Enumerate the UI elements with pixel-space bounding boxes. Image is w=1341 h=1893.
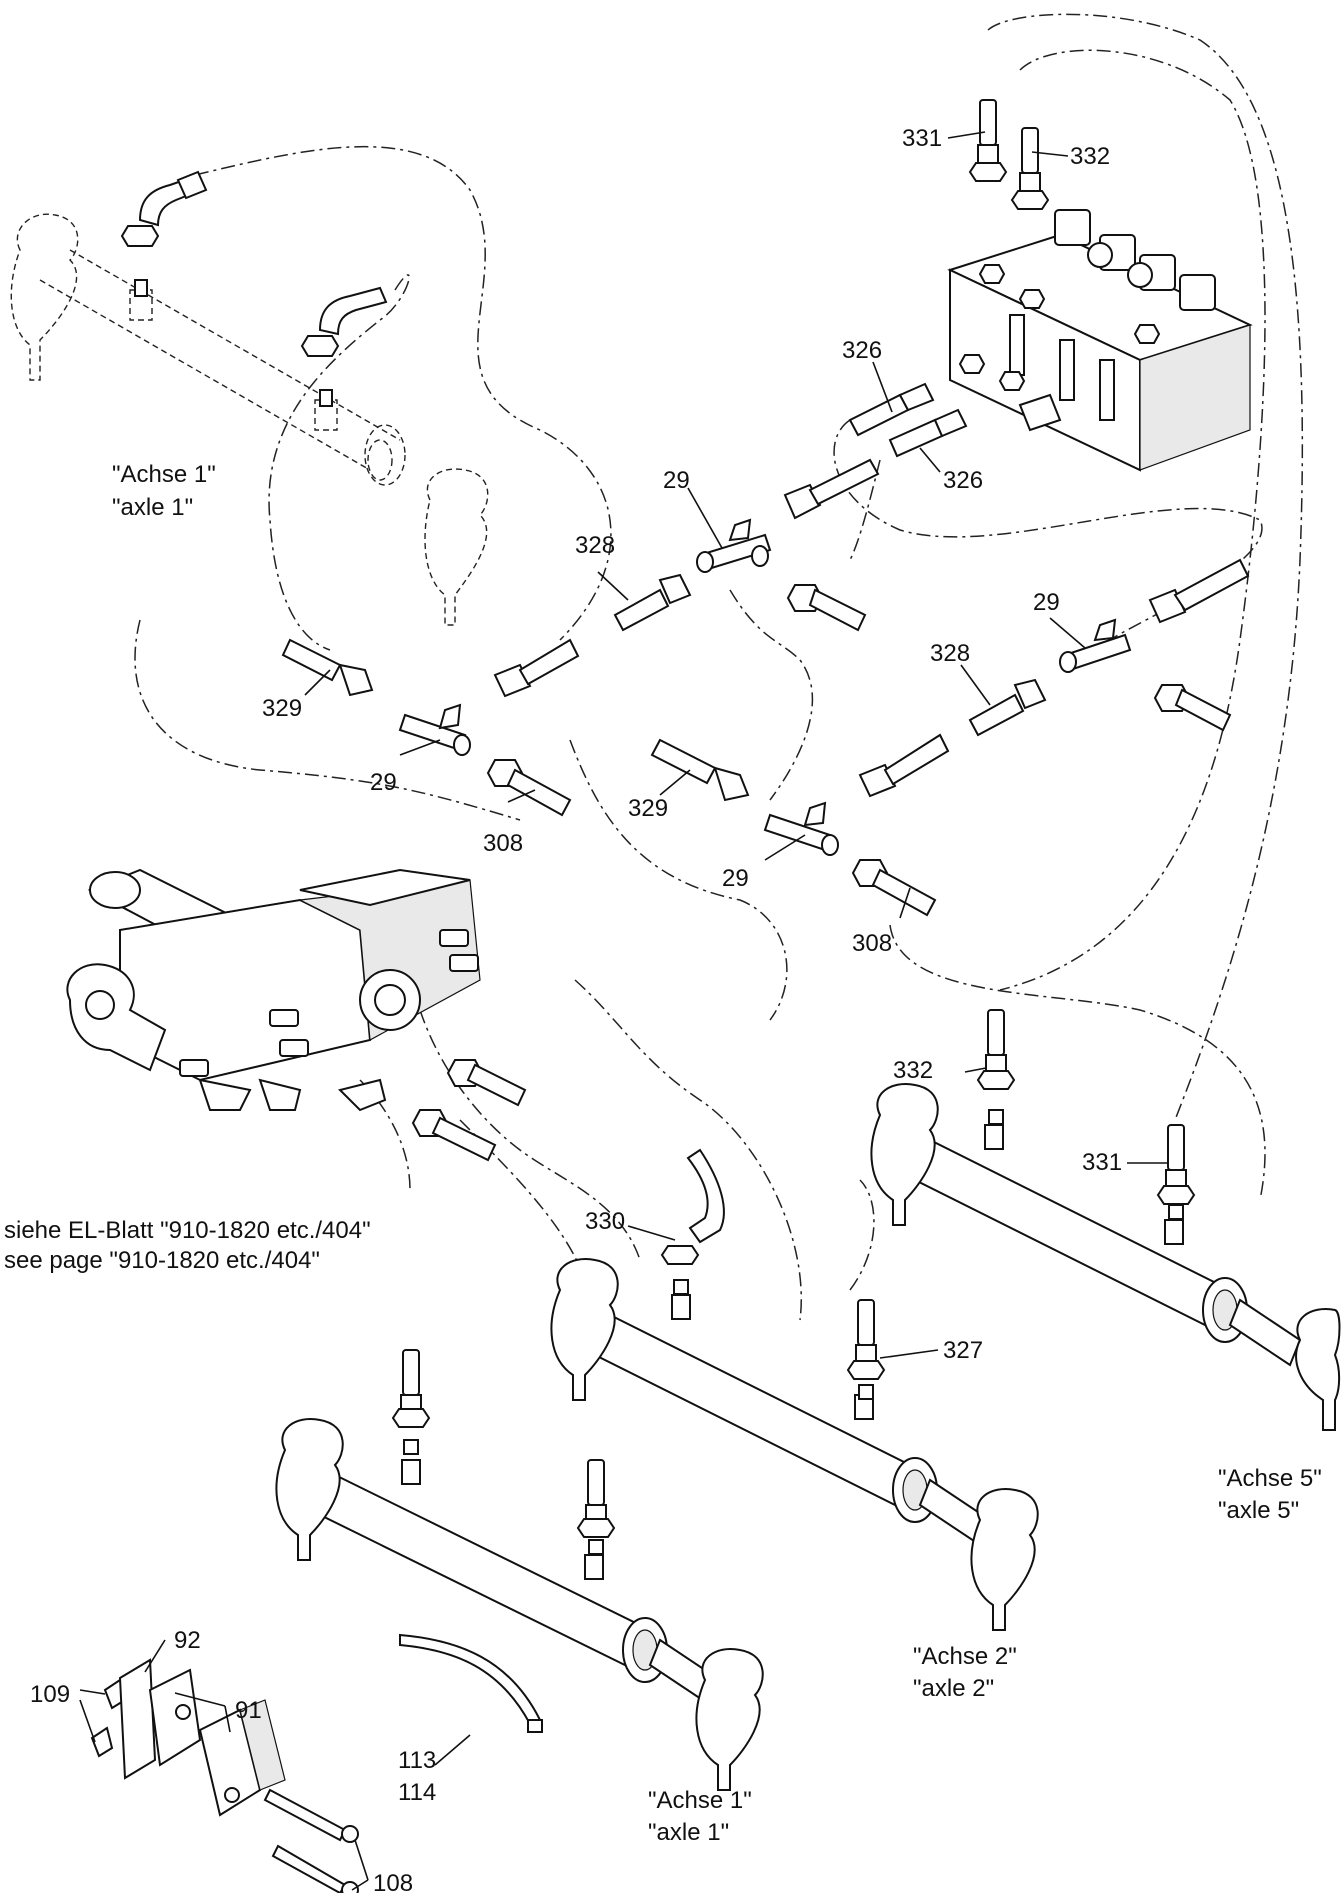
hose-right-axle-1 bbox=[576, 1459, 616, 1555]
callout-numbers: 331 332 326 326 29 29 328 328 329 29 308… bbox=[30, 125, 1122, 1893]
hose-326-pair bbox=[848, 382, 968, 458]
hose-332-upper bbox=[1010, 127, 1050, 210]
hose-308-center bbox=[851, 859, 937, 917]
callout-308-left: 308 bbox=[483, 830, 523, 857]
callout-29-lower: 29 bbox=[722, 865, 749, 892]
valve-output-fittings bbox=[411, 1059, 527, 1162]
callout-328-right: 328 bbox=[930, 640, 970, 667]
axle-2-steering-cylinder bbox=[550, 1258, 1039, 1631]
fitting-right-of-center-tee bbox=[786, 584, 867, 632]
callout-330: 330 bbox=[585, 1208, 625, 1235]
hose-upper-center bbox=[783, 458, 880, 520]
tee-fitting-29-left bbox=[398, 703, 471, 756]
axle-label-top-en: "axle 1" bbox=[112, 494, 193, 521]
hose-331-lower bbox=[1156, 1124, 1196, 1220]
axle-label-5-de: "Achse 5" bbox=[1218, 1465, 1322, 1492]
hose-328-right bbox=[968, 678, 1047, 737]
axle-1-phantom-cylinder bbox=[10, 213, 489, 626]
hose-left-axle-1 bbox=[391, 1349, 431, 1455]
axle-label-1-de: "Achse 1" bbox=[648, 1787, 752, 1814]
hose-upper-right bbox=[1148, 558, 1250, 624]
callout-108: 108 bbox=[373, 1870, 413, 1893]
hose-328-center bbox=[613, 573, 692, 632]
hose-329-center bbox=[650, 738, 750, 802]
solenoid-valve-block bbox=[947, 209, 1253, 472]
solenoid-connectors bbox=[1054, 209, 1216, 311]
cable-tie-113-114 bbox=[399, 1633, 543, 1733]
hydraulic-line-routes bbox=[134, 13, 1304, 1321]
axle-label-2-en: "axle 2" bbox=[913, 1675, 994, 1702]
callout-91: 91 bbox=[235, 1697, 262, 1724]
callout-331-lower: 331 bbox=[1082, 1149, 1122, 1176]
tee-fitting-29-right bbox=[1059, 618, 1132, 673]
hose-332-lower bbox=[976, 1009, 1016, 1125]
axle-5-steering-cylinder bbox=[870, 1083, 1341, 1431]
callout-29-right: 29 bbox=[1033, 589, 1060, 616]
callout-326-lower: 326 bbox=[943, 467, 983, 494]
callout-92: 92 bbox=[174, 1627, 201, 1654]
tee-fitting-29-center bbox=[696, 518, 772, 573]
callout-332-upper: 332 bbox=[1070, 143, 1110, 170]
callout-327: 327 bbox=[943, 1337, 983, 1364]
hose-331-upper bbox=[968, 99, 1008, 182]
callout-308-center: 308 bbox=[852, 930, 892, 957]
axle-1-steering-cylinder bbox=[275, 1418, 764, 1791]
callout-leader-lines bbox=[79, 131, 1168, 1891]
callout-328-center: 328 bbox=[575, 532, 615, 559]
tee-fitting-29-lower bbox=[763, 801, 839, 856]
callout-113: 113 bbox=[398, 1747, 436, 1774]
steering-valve-assembly bbox=[66, 868, 481, 1112]
hose-327 bbox=[846, 1299, 886, 1400]
callout-332-lower: 332 bbox=[893, 1057, 933, 1084]
hose-330-elbow bbox=[660, 1148, 725, 1295]
callout-329-center: 329 bbox=[628, 795, 668, 822]
callout-114: 114 bbox=[398, 1779, 436, 1806]
axle-label-1-en: "axle 1" bbox=[648, 1819, 729, 1846]
reference-note-de: siehe EL-Blatt "910-1820 etc./404" bbox=[4, 1217, 371, 1244]
axle-label-top-de: "Achse 1" bbox=[112, 461, 216, 488]
callout-109: 109 bbox=[30, 1681, 70, 1708]
axle-labels: "Achse 1" "axle 1" "Achse 1" "axle 1" "A… bbox=[112, 461, 1322, 1846]
bolt-108-pair bbox=[263, 1788, 359, 1893]
hose-lower-upper bbox=[858, 733, 950, 798]
hose-left-upper bbox=[493, 638, 580, 698]
axle-label-2-de: "Achse 2" bbox=[913, 1643, 1017, 1670]
callout-329-left: 329 bbox=[262, 695, 302, 722]
reference-note-en: see page "910-1820 etc./404" bbox=[4, 1247, 320, 1274]
hose-308-left bbox=[486, 759, 572, 817]
hose-329-left bbox=[281, 638, 374, 697]
valve-ports bbox=[179, 929, 479, 1077]
callout-326-upper: 326 bbox=[842, 337, 882, 364]
fitting-right-of-right-tee bbox=[1153, 684, 1232, 732]
top-elbow-fittings bbox=[120, 170, 388, 407]
callout-29-left: 29 bbox=[370, 769, 397, 796]
axle-label-5-en: "axle 5" bbox=[1218, 1497, 1299, 1524]
callout-29-center: 29 bbox=[663, 467, 690, 494]
reference-note: siehe EL-Blatt "910-1820 etc./404" see p… bbox=[4, 1217, 371, 1274]
callout-331-upper: 331 bbox=[902, 125, 942, 152]
mounting-bracket-parts bbox=[90, 1658, 286, 1817]
